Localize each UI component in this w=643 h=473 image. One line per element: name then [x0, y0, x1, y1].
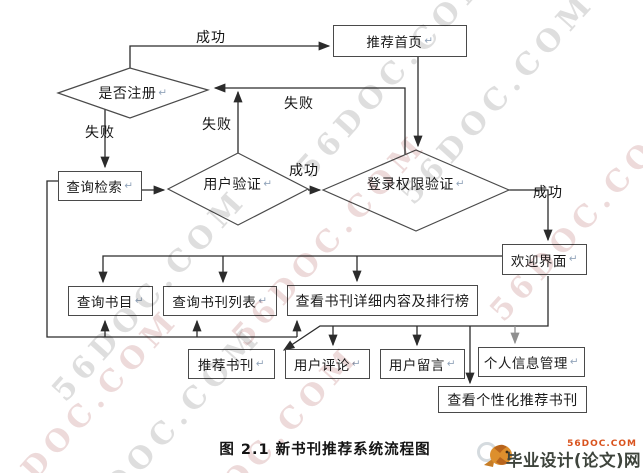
node-personal-info: 个人信息管理↵ [478, 347, 585, 377]
node-label: 用户留言 [388, 358, 445, 374]
paragraph-mark: ↵ [424, 34, 434, 47]
node-recommend-home: 推荐首页↵ [333, 25, 467, 57]
node-search: 查询检索↵ [58, 171, 142, 201]
fish-logo-icon [477, 442, 512, 467]
site-logo: 56DOC.COM 毕业设计(论文)网 [476, 438, 641, 470]
edge-auth-welcome [509, 189, 553, 242]
node-label: 查询书目 [76, 295, 133, 311]
edge-welcome-recommend [282, 276, 549, 351]
paragraph-mark: ↵ [568, 253, 579, 266]
node-label: 欢迎界面 [510, 253, 567, 270]
node-register-check-label: 是否注册↵ [58, 81, 208, 105]
paragraph-mark: ↵ [455, 177, 466, 190]
node-label: 查看书刊详细内容及排行榜 [295, 293, 470, 310]
node-label: 推荐首页 [366, 35, 423, 51]
edge-label-verify-fail: 失败 [202, 117, 232, 133]
edge-label-auth-success: 成功 [533, 185, 563, 201]
edges [46, 41, 553, 385]
edge-register-success [129, 41, 331, 68]
edge-label-auth-fail: 失败 [284, 96, 314, 112]
decision-shapes [56, 67, 511, 232]
node-label: 用户评论 [293, 358, 350, 374]
node-view-detail: 查看书刊详细内容及排行榜 [287, 285, 478, 316]
node-user-message: 用户留言↵ [380, 349, 465, 379]
paragraph-mark: ↵ [158, 86, 168, 99]
edge-auth-fail [213, 83, 406, 155]
paragraph-mark: ↵ [263, 177, 273, 190]
paragraph-mark: ↵ [255, 357, 266, 370]
register-check-diamond [56, 67, 210, 119]
site-name-text: 毕业设计(论文)网 [505, 451, 641, 470]
edge-label-register-success: 成功 [196, 30, 226, 46]
node-label: 登录权限验证 [366, 177, 454, 193]
paragraph-mark: ↵ [124, 179, 134, 192]
node-label: 查询书刊列表 [172, 295, 257, 311]
edge-welcome-catalog [98, 255, 502, 284]
node-user-comment: 用户评论↵ [285, 349, 370, 379]
paragraph-mark: ↵ [569, 355, 580, 368]
node-login-auth-label: 登录权限验证↵ [323, 172, 509, 196]
node-query-list: 查询书刊列表↵ [163, 286, 277, 316]
edge-label-register-fail: 失败 [85, 125, 115, 141]
site-domain-text: 56DOC.COM [567, 439, 637, 449]
node-label: 查看个性化推荐书刊 [447, 392, 578, 409]
node-label: 用户验证 [203, 177, 262, 193]
node-recommend-books: 推荐书刊↵ [188, 349, 275, 379]
paragraph-mark: ↵ [446, 357, 457, 370]
node-label: 个人信息管理 [483, 356, 568, 372]
node-welcome: 欢迎界面↵ [502, 244, 587, 275]
paragraph-mark: ↵ [258, 294, 268, 307]
figure-caption: 图 2.1 新书刊推荐系统流程图 [219, 442, 431, 458]
node-personalized: 查看个性化推荐书刊 [438, 386, 587, 413]
node-label: 查询检索 [66, 180, 123, 196]
edge-label-verify-success: 成功 [289, 163, 319, 179]
node-label: 是否注册 [98, 86, 157, 102]
user-verify-diamond [166, 152, 310, 226]
node-user-verify-label: 用户验证↵ [168, 172, 308, 196]
login-auth-diamond [321, 149, 511, 232]
edge-search-feedback [46, 180, 297, 338]
node-query-catalog: 查询书目↵ [68, 286, 153, 316]
node-label: 推荐书刊 [197, 358, 254, 374]
paragraph-mark: ↵ [134, 294, 145, 307]
paragraph-mark: ↵ [351, 357, 362, 370]
